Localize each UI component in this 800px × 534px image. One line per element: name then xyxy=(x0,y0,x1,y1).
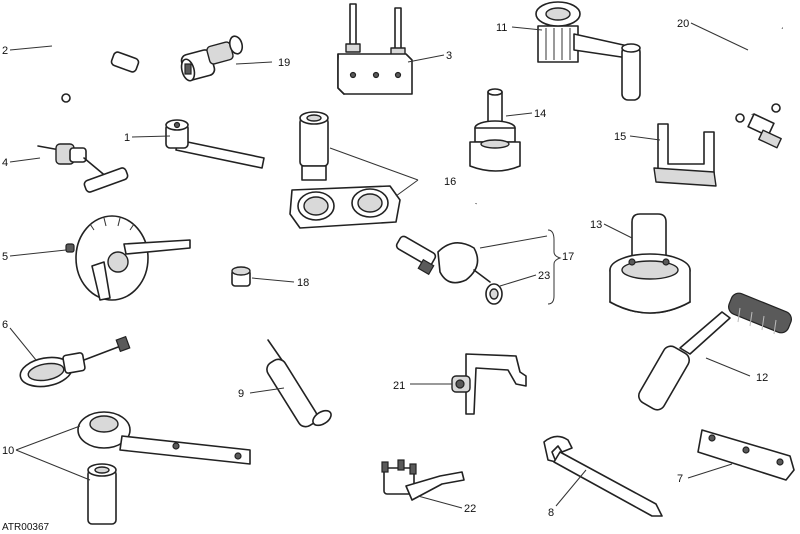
callout-17: 17 xyxy=(562,251,574,263)
tool-10-spanner-set xyxy=(77,411,251,525)
tool-13-pot-holder xyxy=(609,213,691,314)
tool-3-stud-plate xyxy=(337,3,413,95)
reference-code: ATR00367 xyxy=(2,522,50,533)
tool-4-t-handle-puller xyxy=(37,143,129,193)
tool-2-hook-rod xyxy=(51,30,140,103)
callout-5: 5 xyxy=(2,251,8,263)
tool-8-hook-spanner xyxy=(543,435,663,517)
tool-15-u-bracket xyxy=(653,123,717,187)
callout-23: 23 xyxy=(538,270,550,282)
tool-17-tensioner-gauge xyxy=(395,203,491,284)
callout-4: 4 xyxy=(2,157,8,169)
callout-10: 10 xyxy=(2,445,14,457)
callout-13: 13 xyxy=(590,219,602,231)
callout-labels: 2 1 4 5 6 10 19 3 11 20 14 15 16 13 17 2… xyxy=(2,18,768,533)
tool-22-pronged-fixture xyxy=(381,459,465,501)
leader-lines xyxy=(9,22,751,509)
tool-14-sleeve-puller xyxy=(469,88,521,172)
tool-21-mount-bracket xyxy=(451,353,527,415)
tool-11-crank-socket xyxy=(535,1,641,101)
callout-16: 16 xyxy=(444,176,456,188)
callout-7: 7 xyxy=(677,473,683,485)
callout-14: 14 xyxy=(534,108,546,120)
tool-5-degree-wheel xyxy=(65,215,191,301)
callout-2: 2 xyxy=(2,45,8,57)
tool-23-knob xyxy=(485,283,503,305)
callout-8: 8 xyxy=(548,507,554,519)
callout-15: 15 xyxy=(614,131,626,143)
tool-12-crank-handle xyxy=(638,292,792,411)
callout-9: 9 xyxy=(238,388,244,400)
tool-16-ring-plate xyxy=(289,111,401,229)
callout-18: 18 xyxy=(297,277,309,289)
callout-22: 22 xyxy=(464,503,476,515)
callout-12: 12 xyxy=(756,372,768,384)
tool-9-drift-pin xyxy=(266,339,332,428)
callout-19: 19 xyxy=(278,57,290,69)
tool-19-socket-adaptor xyxy=(180,35,244,82)
tool-1-pin-wrench xyxy=(165,119,265,169)
callout-21: 21 xyxy=(393,380,405,392)
callout-20: 20 xyxy=(677,18,689,30)
tool-6-oval-clamp xyxy=(19,335,131,388)
tool-20-frame-bracket xyxy=(735,22,784,149)
callout-6: 6 xyxy=(2,319,8,331)
callout-1: 1 xyxy=(124,132,130,144)
tool-18-nut xyxy=(231,266,251,287)
tool-7-holed-plate xyxy=(697,429,795,481)
callout-11: 11 xyxy=(496,22,507,34)
callout-3: 3 xyxy=(446,50,452,62)
